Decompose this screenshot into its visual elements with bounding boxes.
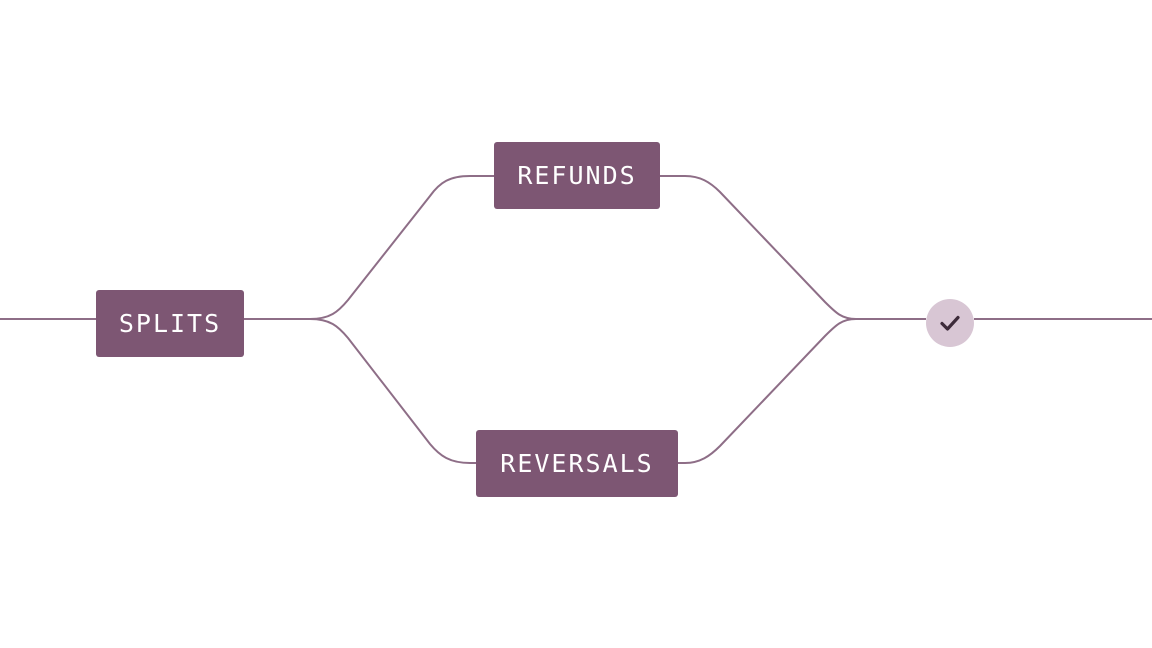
check-icon	[940, 315, 960, 331]
completion-marker	[926, 299, 974, 347]
connector-to-reversals	[309, 318, 476, 464]
node-splits-label: SPLITS	[118, 309, 222, 338]
node-reversals-label: REVERSALS	[500, 449, 654, 478]
connector-from-refunds	[660, 175, 857, 320]
node-reversals: REVERSALS	[476, 430, 678, 497]
connector-from-reversals	[678, 318, 857, 464]
node-refunds-label: REFUNDS	[517, 161, 637, 190]
node-splits: SPLITS	[96, 290, 244, 357]
node-refunds: REFUNDS	[494, 142, 660, 209]
connector-to-refunds	[309, 175, 494, 320]
